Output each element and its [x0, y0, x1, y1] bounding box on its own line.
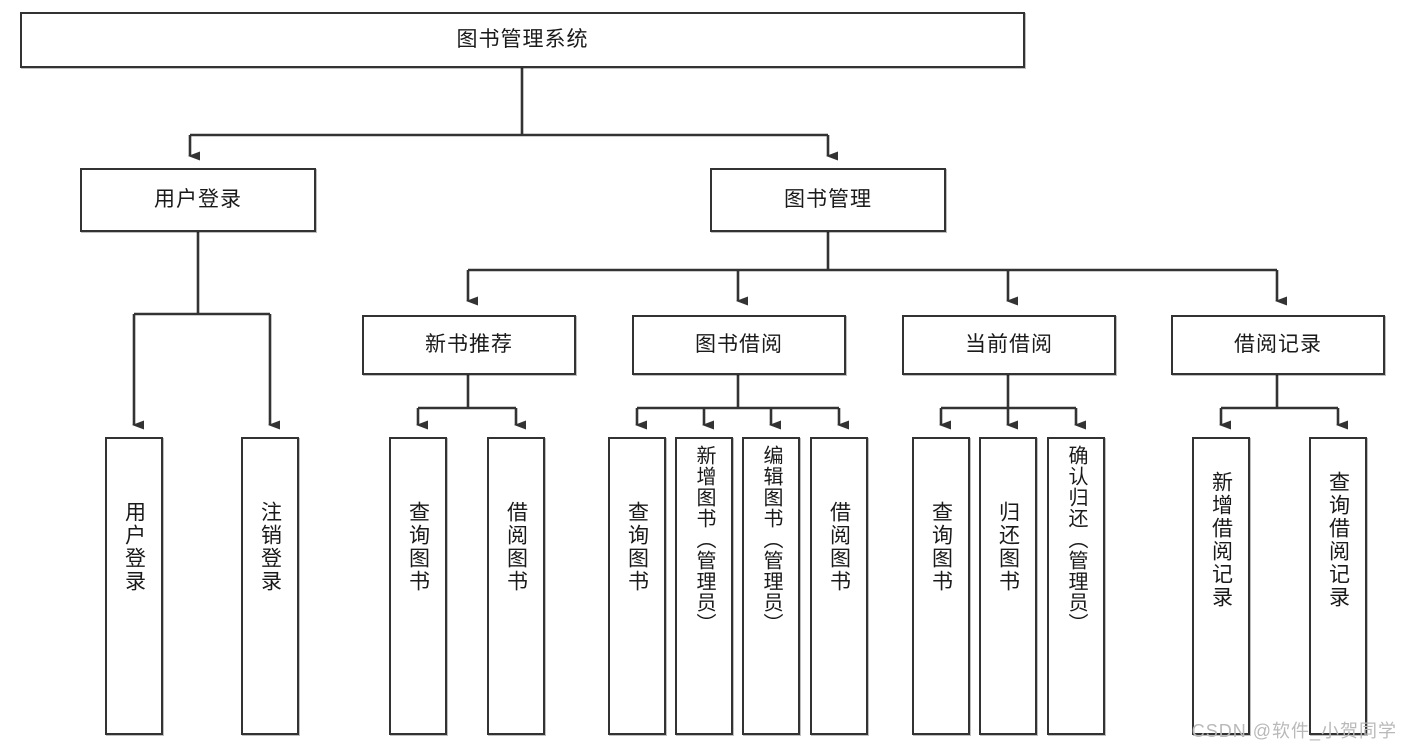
- node-label: 用户登录: [154, 187, 242, 211]
- node-borrow-record[interactable]: 借阅记录: [1171, 315, 1385, 375]
- node-label: 借阅记录: [1234, 332, 1322, 356]
- node-label: 查询图书: [406, 501, 430, 593]
- leaf-borrow-edit-book-admin[interactable]: 编辑图书（管理员）: [742, 437, 800, 735]
- leaf-record-add-record[interactable]: 新增借阅记录: [1192, 437, 1250, 735]
- node-user-login[interactable]: 用户登录: [80, 168, 316, 232]
- node-label: 新增图书（管理员）: [693, 445, 715, 634]
- node-label: 查询图书: [625, 501, 649, 593]
- node-label: 确认归还（管理员）: [1065, 445, 1087, 634]
- leaf-borrow-borrow-book[interactable]: 借阅图书: [810, 437, 868, 735]
- leaf-record-query-record[interactable]: 查询借阅记录: [1309, 437, 1367, 735]
- node-label: 新增借阅记录: [1209, 471, 1233, 609]
- node-label: 查询借阅记录: [1326, 471, 1350, 609]
- node-label: 图书管理: [784, 187, 872, 211]
- node-label: 归还图书: [996, 501, 1020, 593]
- leaf-current-confirm-return-admin[interactable]: 确认归还（管理员）: [1047, 437, 1105, 735]
- node-book-borrow[interactable]: 图书借阅: [632, 315, 846, 375]
- leaf-recommend-borrow-book[interactable]: 借阅图书: [487, 437, 545, 735]
- leaf-borrow-add-book-admin[interactable]: 新增图书（管理员）: [675, 437, 733, 735]
- leaf-current-return-book[interactable]: 归还图书: [979, 437, 1037, 735]
- leaf-user-login-logout[interactable]: 注销登录: [241, 437, 299, 735]
- node-current-borrow[interactable]: 当前借阅: [902, 315, 1116, 375]
- node-label: 借阅图书: [827, 501, 851, 593]
- leaf-current-query-book[interactable]: 查询图书: [912, 437, 970, 735]
- leaf-user-login-login[interactable]: 用户登录: [105, 437, 163, 735]
- node-label: 注销登录: [258, 501, 282, 593]
- node-label: 图书借阅: [695, 332, 783, 356]
- node-label: 当前借阅: [965, 332, 1053, 356]
- node-label: 图书管理系统: [456, 27, 589, 51]
- node-label: 借阅图书: [504, 501, 528, 593]
- csdn-watermark: CSDN @软件_小贺同学: [1191, 721, 1397, 741]
- node-label: 用户登录: [122, 501, 146, 593]
- leaf-recommend-query-book[interactable]: 查询图书: [389, 437, 447, 735]
- node-label: 编辑图书（管理员）: [760, 445, 782, 634]
- node-root-system[interactable]: 图书管理系统: [20, 12, 1025, 68]
- node-book-management[interactable]: 图书管理: [710, 168, 946, 232]
- node-label: 查询图书: [929, 501, 953, 593]
- node-label: 新书推荐: [425, 332, 513, 356]
- leaf-borrow-query-book[interactable]: 查询图书: [608, 437, 666, 735]
- node-new-book-recommend[interactable]: 新书推荐: [362, 315, 576, 375]
